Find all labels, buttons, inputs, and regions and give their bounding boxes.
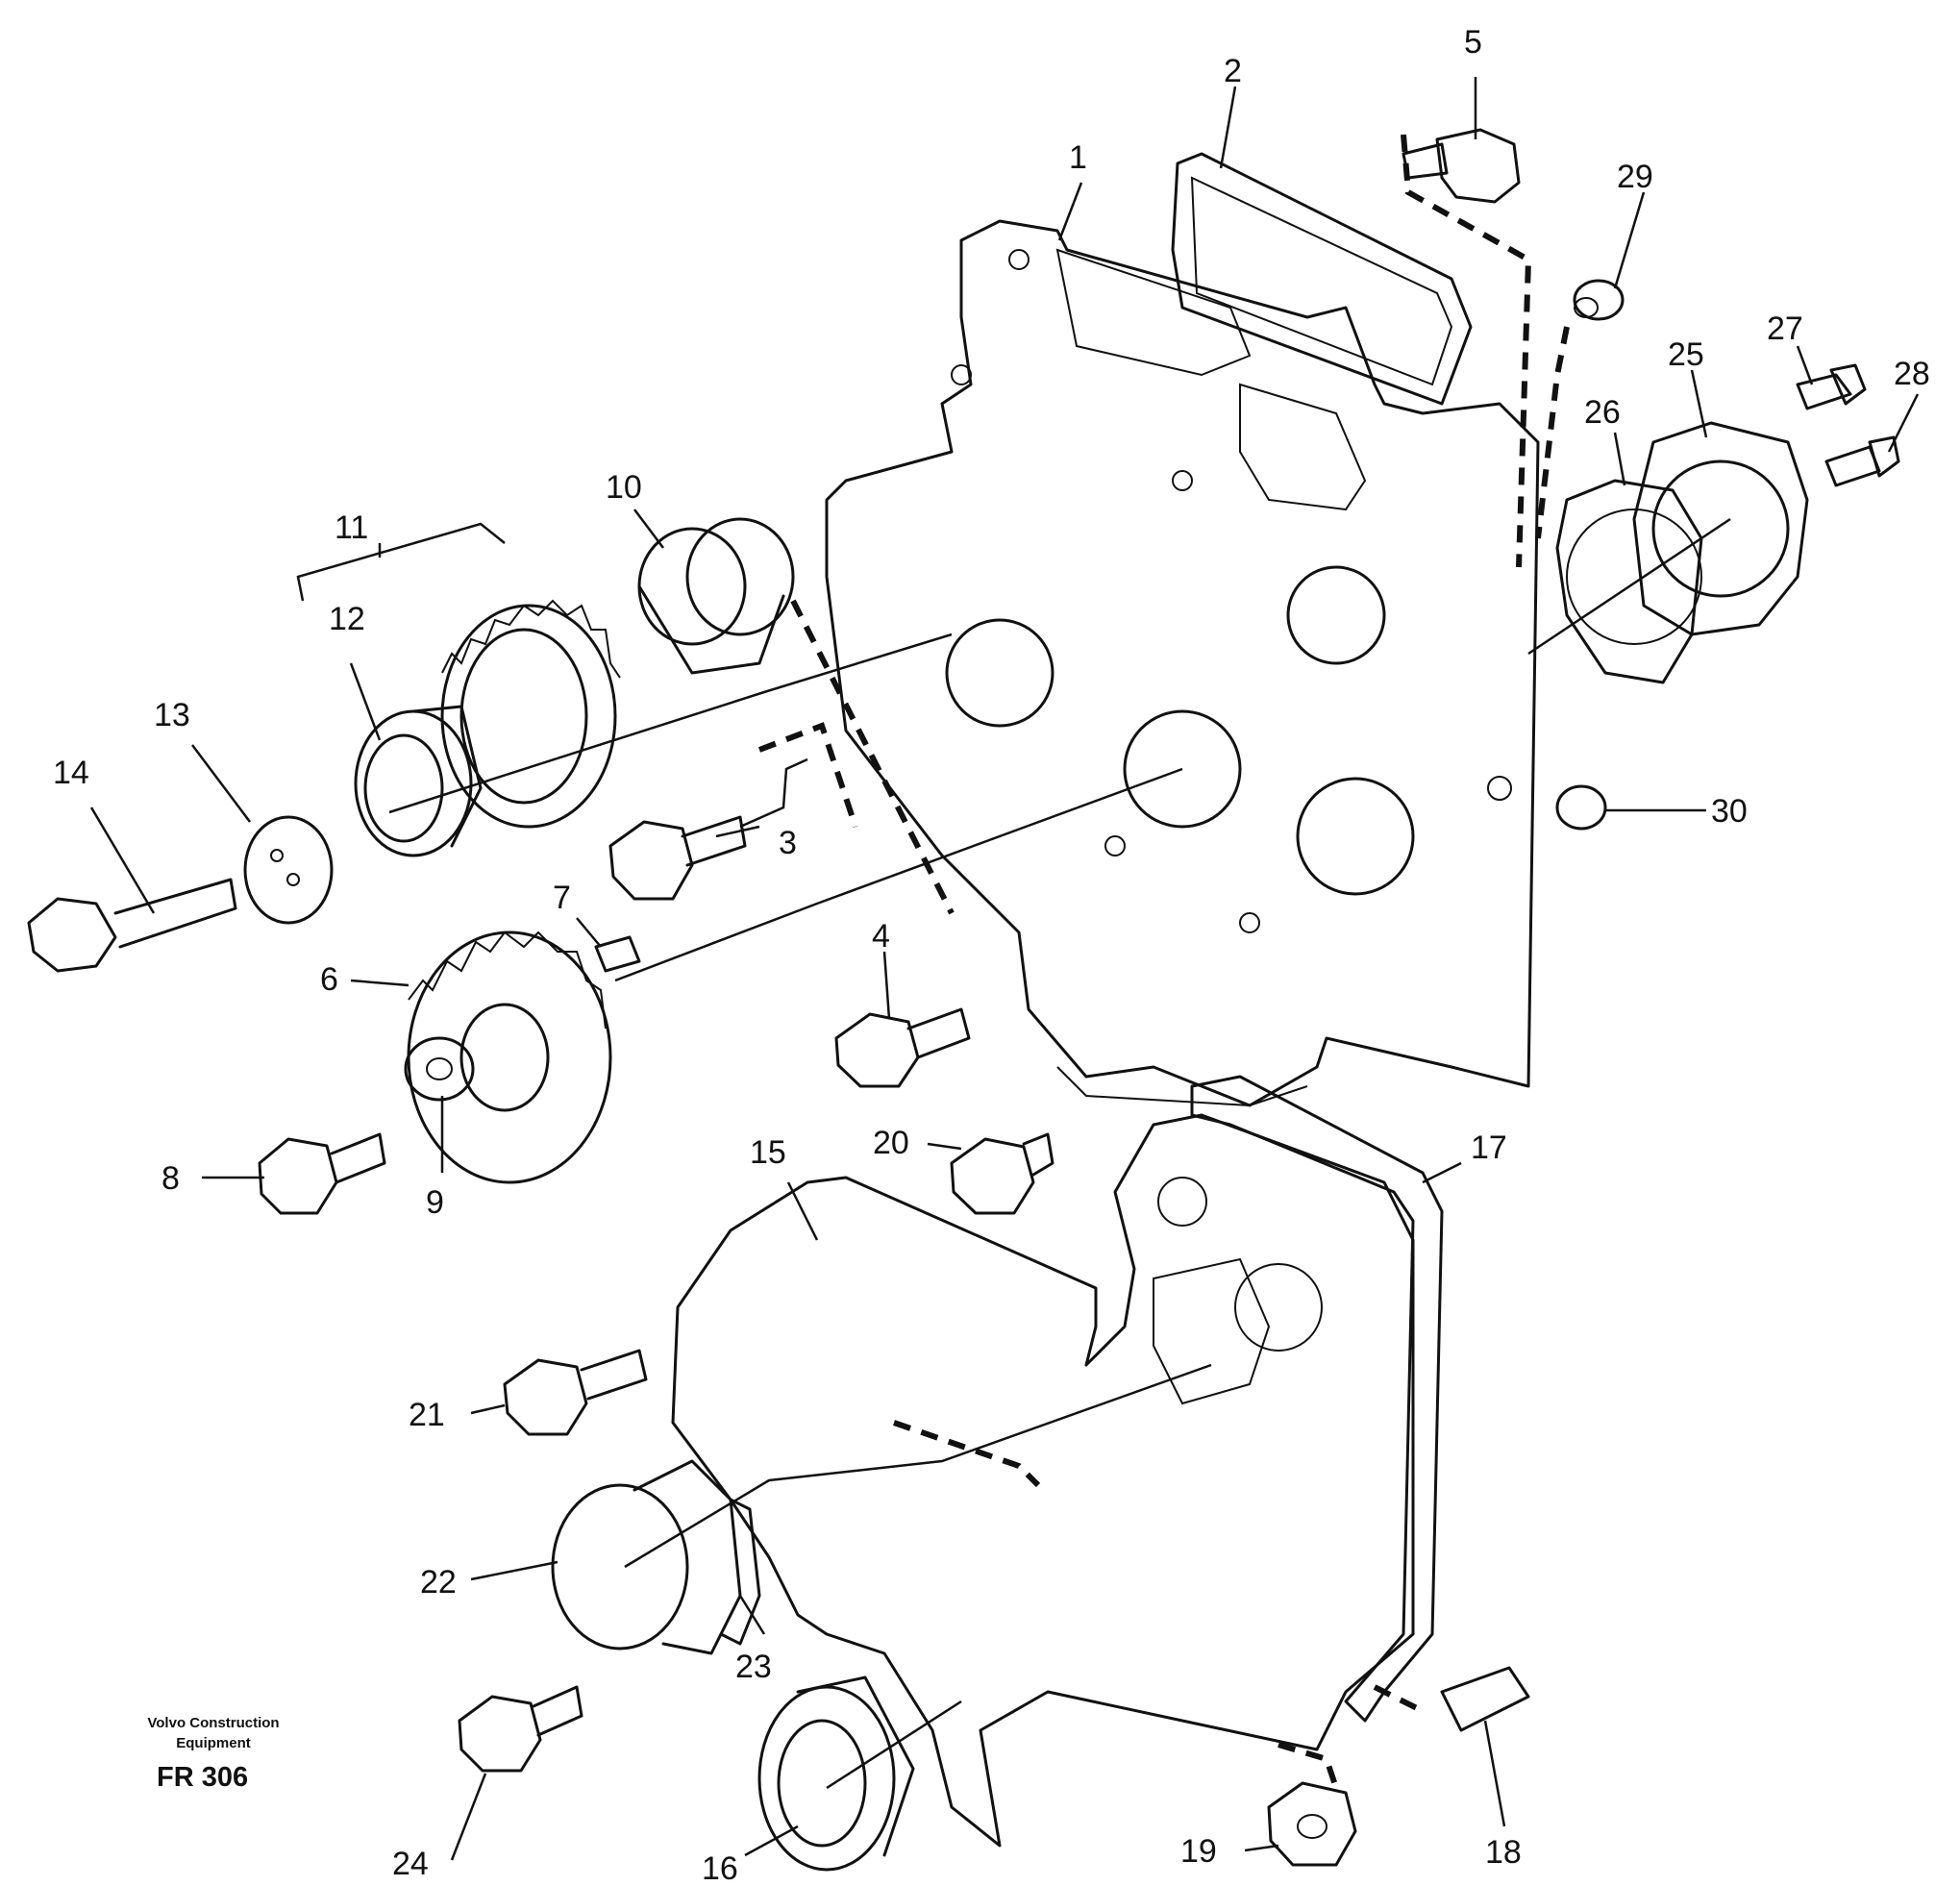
axis-cover-plate xyxy=(1527,517,1731,656)
callout-16: 16 xyxy=(702,1850,738,1886)
housing-bolt xyxy=(834,1007,971,1088)
bushing xyxy=(637,517,795,675)
callout-24: 24 xyxy=(392,1846,429,1882)
callout-5: 5 xyxy=(1464,24,1482,61)
callout-9: 9 xyxy=(426,1184,444,1221)
gear-assembly-bracket xyxy=(296,522,506,602)
lower-cover-gasket xyxy=(1190,1075,1444,1723)
assembly-line-19 xyxy=(1278,1742,1339,1789)
axis-lower-cover xyxy=(624,1363,1212,1569)
callout-10: 10 xyxy=(606,469,642,506)
cover-bolt-20 xyxy=(950,1132,1054,1215)
gear-retaining-bolt xyxy=(258,1132,386,1215)
oil-filler-cap xyxy=(551,1459,742,1655)
cover-bolt-lower xyxy=(1824,435,1900,487)
callout-22: 22 xyxy=(420,1564,457,1601)
callout-11: 11 xyxy=(335,509,368,546)
cover-bolt-21 xyxy=(503,1349,648,1436)
axis-upper-gear xyxy=(388,633,953,814)
crankshaft-seal xyxy=(757,1675,915,1872)
callout-6: 6 xyxy=(320,961,338,998)
bearing xyxy=(354,705,483,857)
callout-13: 13 xyxy=(154,697,190,733)
callout-3: 3 xyxy=(779,825,797,861)
assembly-line-29 xyxy=(1535,326,1570,539)
end-plug xyxy=(1555,784,1607,831)
washer xyxy=(404,1036,475,1102)
callout-25: 25 xyxy=(1668,336,1704,373)
callout-29: 29 xyxy=(1617,159,1653,195)
callout-23: 23 xyxy=(735,1649,772,1685)
callout-1: 1 xyxy=(1069,139,1087,176)
watermark-company-line2: Equipment xyxy=(176,1735,251,1751)
axis-crank-gear xyxy=(614,767,1183,982)
assembly-line-10 xyxy=(790,599,955,915)
callout-27: 27 xyxy=(1767,310,1803,347)
callout-labels: 1 2 3 4 5 6 7 8 9 10 11 12 13 14 15 16 1… xyxy=(53,24,1930,1886)
cap-gasket xyxy=(719,1498,761,1646)
callout-7: 7 xyxy=(553,880,571,916)
stud xyxy=(1440,1666,1530,1732)
flange-nut xyxy=(1267,1781,1357,1867)
callout-28: 28 xyxy=(1894,356,1930,392)
callout-18: 18 xyxy=(1485,1834,1522,1871)
cover-gasket xyxy=(1555,479,1703,684)
lower-timing-cover xyxy=(671,1113,1415,1848)
watermark-code: FR 306 xyxy=(157,1762,248,1793)
callout-20: 20 xyxy=(873,1125,909,1161)
callout-19: 19 xyxy=(1180,1833,1217,1870)
idler-gear-upper xyxy=(440,599,621,829)
thrust-washer xyxy=(243,815,334,925)
callout-30: 30 xyxy=(1711,793,1748,830)
cap-bolt xyxy=(458,1685,583,1773)
watermark-company-line1: Volvo Construction xyxy=(147,1715,279,1731)
long-bolt xyxy=(27,878,237,973)
callout-8: 8 xyxy=(161,1160,180,1197)
callout-4: 4 xyxy=(872,918,890,955)
axis-bolt-3 xyxy=(739,757,808,829)
top-cover-gasket xyxy=(1171,152,1473,406)
callout-15: 15 xyxy=(750,1134,786,1171)
crankshaft-gear xyxy=(407,931,612,1184)
assembly-line-22 xyxy=(893,1420,1041,1488)
cover-bolt-upper xyxy=(1796,363,1867,410)
cover-plate xyxy=(1632,421,1809,636)
assembly-line-5 xyxy=(1401,134,1532,568)
callout-leaders xyxy=(89,77,1920,1861)
woodruff-key xyxy=(594,935,641,973)
gear-bolt xyxy=(608,815,747,901)
assembly-line-3 xyxy=(757,722,858,828)
timing-gear-housing xyxy=(825,219,1540,1107)
small-plug xyxy=(1573,279,1625,321)
callout-17: 17 xyxy=(1471,1129,1507,1166)
callout-21: 21 xyxy=(409,1397,445,1433)
callout-2: 2 xyxy=(1224,53,1242,89)
publisher-watermark: Volvo Construction Equipment FR 306 xyxy=(147,1715,279,1793)
callout-14: 14 xyxy=(53,755,89,791)
callout-26: 26 xyxy=(1584,394,1621,431)
assembly-line-18 xyxy=(1373,1684,1425,1714)
callout-12: 12 xyxy=(329,601,365,637)
axis-seal xyxy=(826,1700,962,1790)
plug-bolt xyxy=(1402,128,1521,204)
